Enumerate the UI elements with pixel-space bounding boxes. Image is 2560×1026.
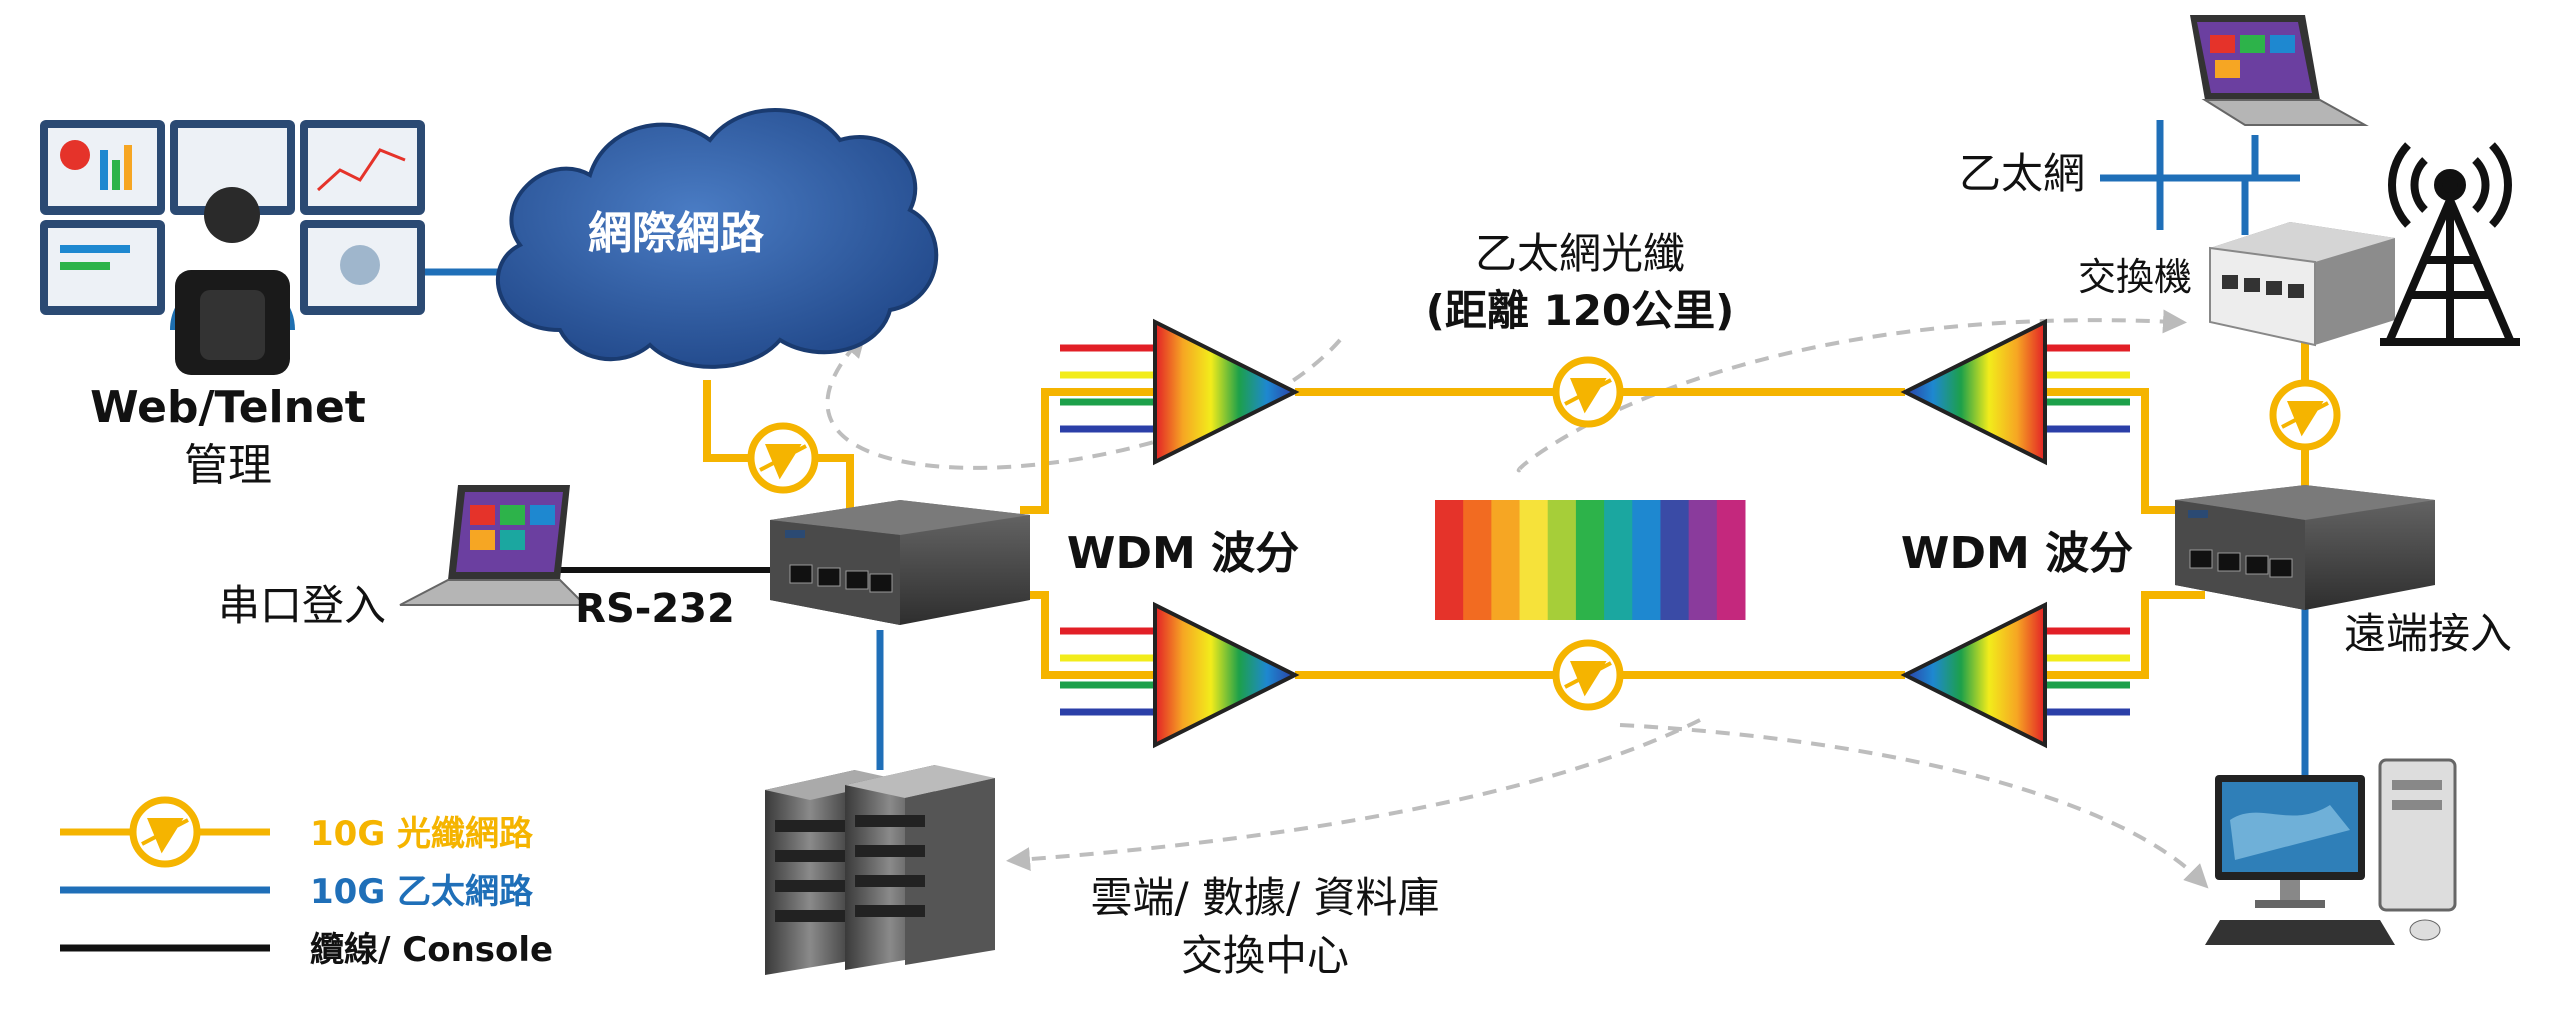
spectrum-band [1519,500,1549,620]
fiber-title: 乙太網光纖 [1475,229,1685,278]
remote-access-label: 遠端接入 [2344,609,2512,658]
spectrum-band [1463,500,1492,620]
spectrum-band [1688,500,1718,620]
desktop-pc-icon [2205,758,2457,945]
rs232-label: RS-232 [575,586,735,632]
legend [60,796,270,952]
wdm-left-label: WDM 波分 [1067,528,1299,579]
fiber-transceiver-icon [1552,356,1624,428]
switch-icon [2209,222,2395,347]
legend-fiber-label: 10G 光纖網路 [310,814,534,854]
fiber-transceiver-icon [2269,379,2341,451]
ethernet-lines [420,120,2309,790]
monitoring-station-icon [40,120,425,375]
wdm-prism-icon [1153,601,1300,749]
legend-labels: 10G 光纖網路 10G 乙太網路 纜線/ Console [310,814,553,970]
wdm-prism-icon [1900,601,2047,749]
wdm-right-label: WDM 波分 [1901,528,2133,579]
datacenter-label: 雲端/ 數據/ 資料庫 [1090,873,1439,922]
server-rack-icon [765,765,995,975]
datacenter-label: 交換中心 [1181,931,1349,980]
spectrum-bar [1435,500,1746,620]
switch-label: 交換機 [2078,255,2192,299]
radio-tower-icon [2380,142,2520,346]
laptop-icon [2190,15,2369,126]
web-mgmt-label: 管理 [184,440,272,491]
fiber-transceiver-icon [747,422,819,494]
labels: Web/Telnet 管理 網際網路 串口登入 RS-232 乙太網光纖 (距離… [90,149,2512,980]
fiber-distance: (距離 120公里) [1426,286,1735,335]
cloud-icon [495,108,939,369]
spectrum-band [1491,500,1521,620]
spectrum-band [1660,500,1690,620]
spectrum-band [1547,500,1577,620]
wdm-prism-icon [1153,318,1300,466]
internet-label: 網際網路 [588,208,765,259]
wdm-prism-icon [1900,318,2047,466]
serial-login-label: 串口登入 [218,581,386,630]
wavelength-channels [1060,344,2130,716]
media-converter-icon [2175,485,2435,610]
web-mgmt-label: Web/Telnet [90,382,366,433]
spectrum-band [1435,500,1464,620]
ethernet-label: 乙太網 [1959,149,2085,198]
fiber-transceiver-icon [1552,639,1624,711]
legend-cable-label: 纜線/ Console [310,930,553,970]
spectrum-band [1604,500,1633,620]
spectrum-band [1716,500,1746,620]
laptop-icon [399,485,588,606]
spectrum-band [1632,500,1661,620]
media-converter-icon [770,500,1030,625]
legend-ethernet-label: 10G 乙太網路 [310,872,534,912]
spectrum-band [1575,500,1605,620]
